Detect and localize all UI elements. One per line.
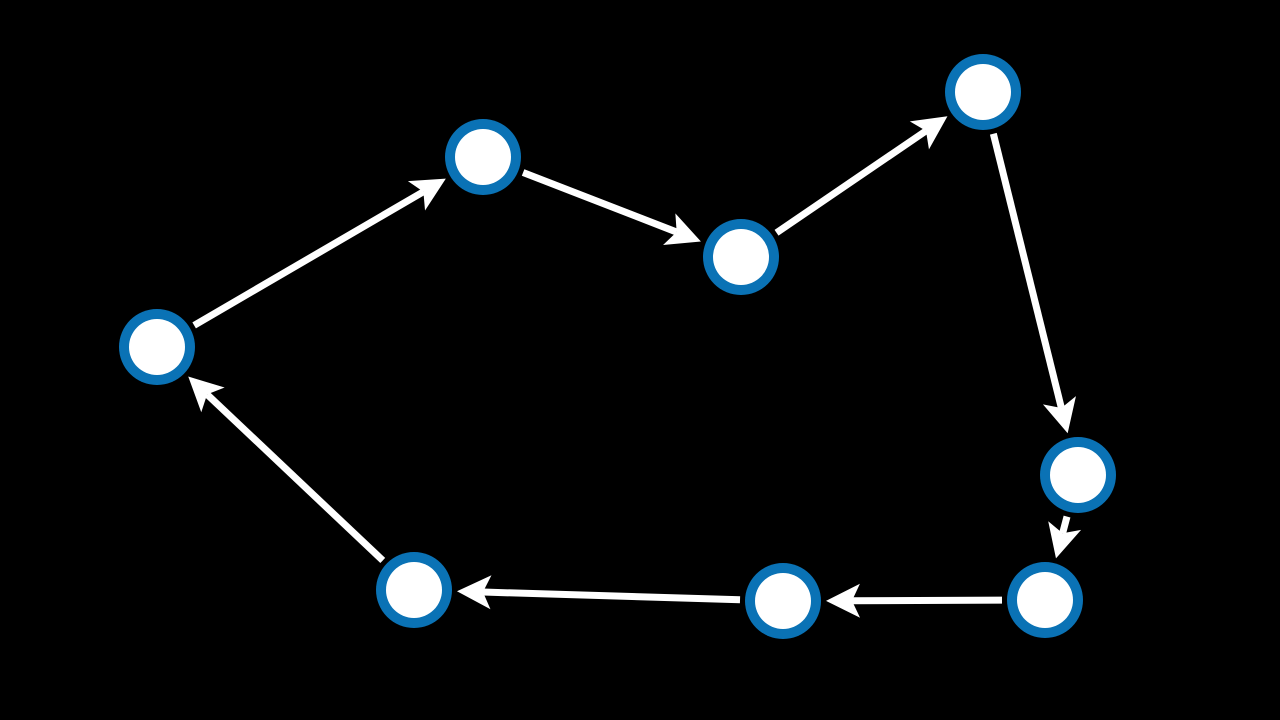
graph-node[interactable]	[1007, 562, 1083, 638]
edge-shaft	[521, 169, 678, 236]
arrowhead-icon	[826, 583, 861, 618]
edge-shaft	[192, 188, 426, 329]
arrowhead-icon	[1048, 521, 1082, 559]
node-fill[interactable]	[1017, 572, 1073, 628]
edge-shaft	[1059, 515, 1071, 535]
node-fill[interactable]	[713, 229, 769, 285]
graph-edge	[826, 583, 1003, 618]
arrowhead-icon	[1042, 396, 1076, 434]
graph-edge	[1048, 515, 1082, 559]
arrowhead-icon	[663, 213, 701, 246]
graph-edge	[192, 178, 446, 329]
graph-edge	[989, 132, 1076, 434]
graph-node[interactable]	[119, 309, 195, 385]
edges-layer	[188, 116, 1082, 618]
graph-node[interactable]	[376, 552, 452, 628]
arrowhead-icon	[407, 178, 446, 211]
node-fill[interactable]	[455, 129, 511, 185]
node-fill[interactable]	[386, 562, 442, 618]
edge-shaft	[482, 588, 741, 604]
edge-shaft	[989, 132, 1065, 409]
graph-node[interactable]	[445, 119, 521, 195]
node-fill[interactable]	[955, 64, 1011, 120]
graph-node[interactable]	[1040, 437, 1116, 513]
graph-node[interactable]	[945, 54, 1021, 130]
arrowhead-icon	[188, 376, 225, 413]
node-fill[interactable]	[1050, 447, 1106, 503]
graph-node[interactable]	[745, 563, 821, 639]
graph-edge	[188, 376, 386, 564]
nodes-layer	[119, 54, 1116, 639]
graph-edge	[521, 169, 701, 246]
graph-edge	[774, 116, 948, 236]
node-fill[interactable]	[129, 319, 185, 375]
edge-shaft	[851, 596, 1003, 605]
arrowhead-icon	[456, 575, 492, 610]
graph-node[interactable]	[703, 219, 779, 295]
edge-shaft	[774, 127, 928, 236]
node-fill[interactable]	[755, 573, 811, 629]
graph-edge	[456, 575, 741, 610]
edge-shaft	[204, 391, 386, 564]
arrowhead-icon	[909, 116, 948, 150]
